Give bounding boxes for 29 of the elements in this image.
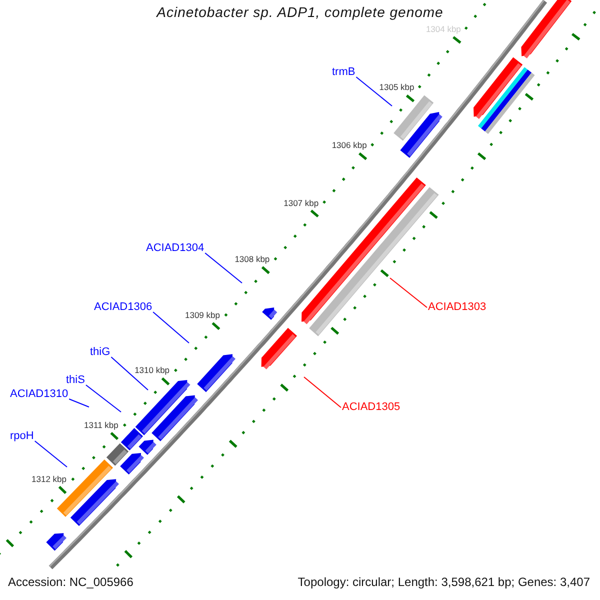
position-label: 1311 kbp bbox=[84, 418, 118, 431]
gene-label: ACIAD1306 bbox=[94, 301, 152, 314]
gene-label: ACIAD1303 bbox=[428, 301, 486, 314]
gene-label: ACIAD1310 bbox=[10, 388, 68, 401]
leader-line bbox=[68, 398, 90, 408]
info-text: Accession: NC_005966 bbox=[8, 575, 134, 590]
position-label: 1306 kbp bbox=[332, 139, 367, 152]
gene-label: thiS bbox=[66, 374, 85, 387]
leader-line bbox=[110, 356, 148, 390]
leader-line bbox=[356, 76, 392, 106]
info-text: Topology: circular; Length: 3,598,621 bp; Genes: 3,407 bbox=[298, 575, 590, 590]
leader-line bbox=[34, 440, 68, 468]
leader-line bbox=[204, 252, 242, 284]
gene-label: rpoH bbox=[10, 430, 34, 443]
position-label: 1310 kbp bbox=[134, 364, 170, 376]
leader-line bbox=[304, 376, 342, 408]
gene-label: trmB bbox=[332, 66, 356, 79]
gene-label: thiG bbox=[90, 346, 110, 359]
gene-label: ACIAD1305 bbox=[342, 401, 400, 414]
gene-label: ACIAD1304 bbox=[146, 242, 204, 255]
leader-line bbox=[152, 312, 190, 344]
position-label: 1308 kbp bbox=[234, 253, 270, 266]
leader-line bbox=[390, 278, 428, 308]
position-label: 1307 kbp bbox=[284, 196, 319, 209]
position-label: 1305 kbp bbox=[379, 81, 414, 94]
position-label: 1312 kbp bbox=[32, 472, 67, 485]
leader-line bbox=[85, 384, 122, 412]
diagram-title: Acinetobacter sp. ADP1, complete genome bbox=[156, 4, 444, 20]
position-label: 1309 kbp bbox=[184, 309, 220, 322]
